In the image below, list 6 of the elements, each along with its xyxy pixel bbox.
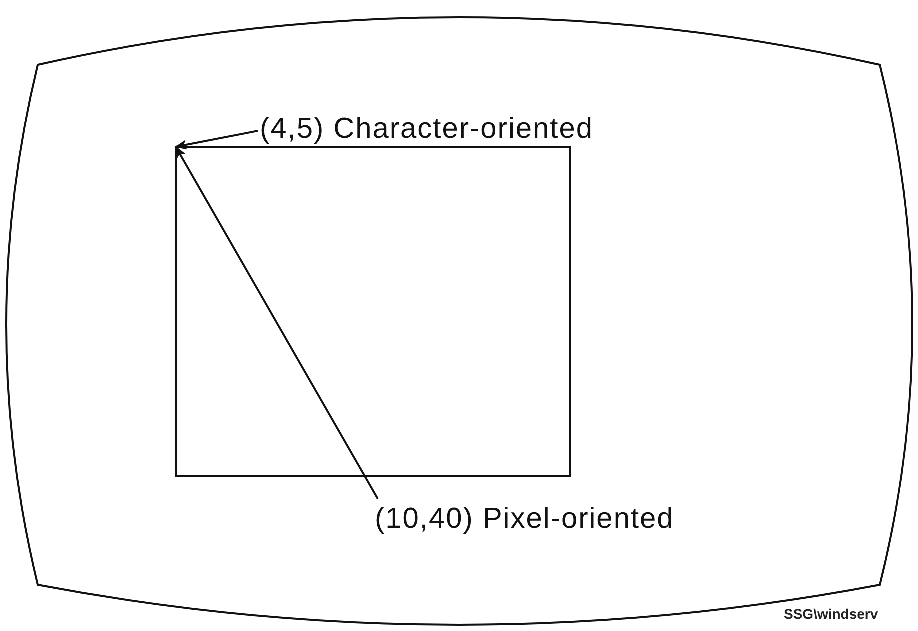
coordinate-label: (10,40) Pixel-oriented: [375, 502, 676, 536]
figure-id-label: SSG\windserv: [784, 606, 878, 622]
coordinate-label: (4,5) Character-oriented: [260, 112, 594, 146]
leader-arrow: [175, 146, 379, 500]
window-rectangle: [175, 146, 571, 477]
leader-arrow: [175, 130, 258, 150]
